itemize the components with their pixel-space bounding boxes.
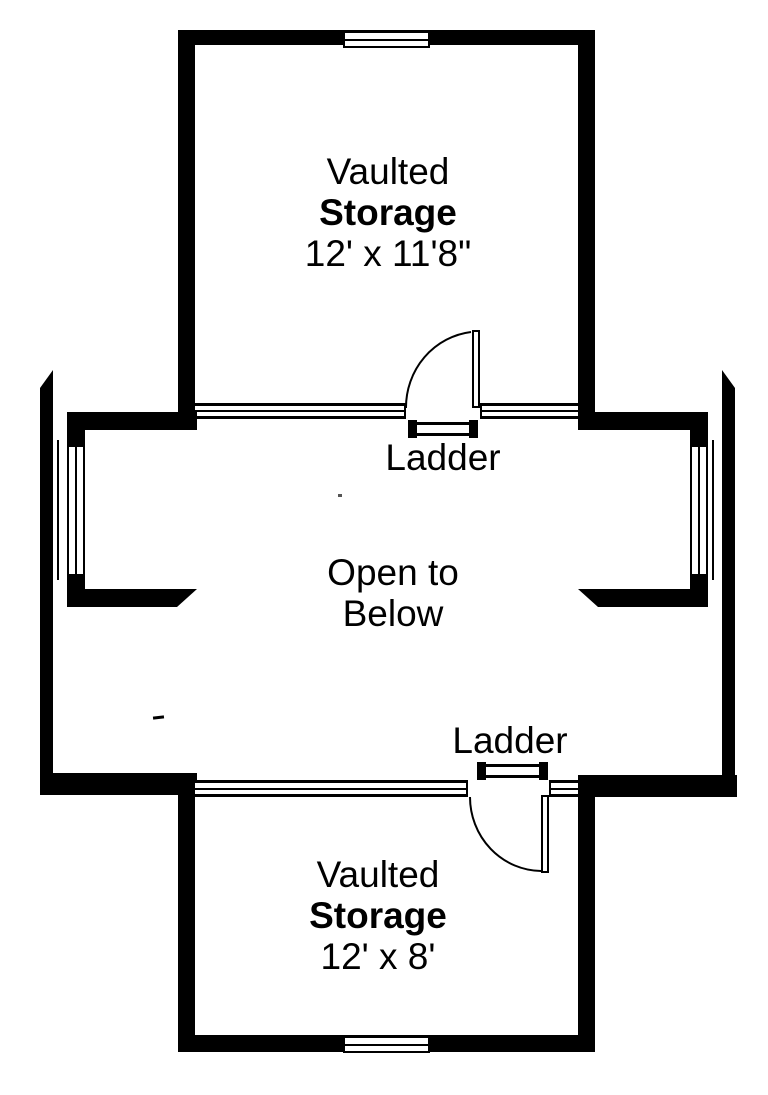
wall-mid-line: [195, 410, 404, 412]
mid-right-window-icon: [690, 445, 708, 576]
mid-left-bottom-wall: [40, 773, 197, 795]
open-to-below-label: Open to Below: [193, 552, 593, 634]
top-room-east-wall: [578, 30, 595, 412]
bottom-room-label: Vaulted Storage 12' x 8': [178, 854, 578, 977]
bottom-room-west-wall: [178, 780, 195, 1052]
window-pane-line: [75, 447, 77, 574]
window-pane-line: [345, 1043, 428, 1046]
top-interior-wall-left: [195, 403, 406, 419]
bottom-room-east-wall: [578, 780, 595, 1052]
wall-mid-line: [195, 787, 466, 790]
bottom-door-icon: [541, 795, 549, 873]
mid-left-north-wall: [67, 412, 197, 430]
top-door-icon: [472, 330, 480, 408]
window-pane-line: [345, 38, 428, 41]
top-room-label-line1: Vaulted: [326, 151, 450, 192]
top-room-window-icon: [343, 31, 430, 48]
top-room-label: Vaulted Storage 12' x 11'8": [188, 151, 588, 274]
open-to-below-line2: Below: [342, 593, 444, 634]
bottom-room-label-line2: Storage: [309, 895, 447, 936]
left-outer-wall: [40, 370, 53, 795]
bottom-room-label-line1: Vaulted: [316, 854, 440, 895]
top-room-dimensions: 12' x 11'8": [304, 233, 472, 274]
top-room-west-wall: [178, 30, 195, 430]
ladder-end-cap: [469, 420, 478, 438]
mid-right-south-wall: [578, 589, 708, 607]
top-ladder-label: Ladder: [343, 437, 543, 478]
mid-left-window-top-jamb: [67, 412, 85, 445]
top-ladder-label-text: Ladder: [385, 437, 501, 478]
right-window-sill-line: [712, 440, 714, 580]
stray-mark: [338, 494, 342, 497]
wall-mid-line: [482, 410, 578, 412]
open-to-below-line1: Open to: [327, 552, 459, 593]
mid-right-bottom-wall: [578, 775, 737, 797]
bottom-room-dimensions: 12' x 8': [320, 936, 436, 977]
window-pane-line: [698, 447, 700, 574]
ladder-end-cap: [477, 762, 486, 780]
bottom-ladder-label-text: Ladder: [452, 720, 568, 761]
ladder-end-cap: [408, 420, 417, 438]
mid-right-window-top-jamb: [690, 412, 708, 445]
ladder-end-cap: [539, 762, 548, 780]
top-room-label-line2: Storage: [319, 192, 457, 233]
right-outer-wall: [722, 370, 735, 797]
bottom-ladder-label: Ladder: [410, 720, 610, 761]
ladder-rails: [415, 422, 471, 436]
wall-mid-line: [551, 787, 578, 790]
mid-left-south-wall: [67, 589, 197, 607]
ladder-rails: [484, 764, 541, 778]
stray-mark: [152, 715, 165, 720]
top-interior-wall-right: [480, 403, 578, 419]
bottom-room-window-icon: [343, 1036, 430, 1053]
mid-right-north-wall: [578, 412, 708, 430]
bottom-interior-wall-left: [195, 780, 468, 797]
top-ladder-icon: [408, 420, 478, 438]
left-window-sill-line: [57, 440, 59, 580]
bottom-ladder-icon: [477, 762, 548, 780]
top-door-swing-arc: [404, 331, 472, 409]
bottom-interior-wall-right: [549, 780, 578, 797]
mid-left-window-icon: [67, 445, 85, 576]
